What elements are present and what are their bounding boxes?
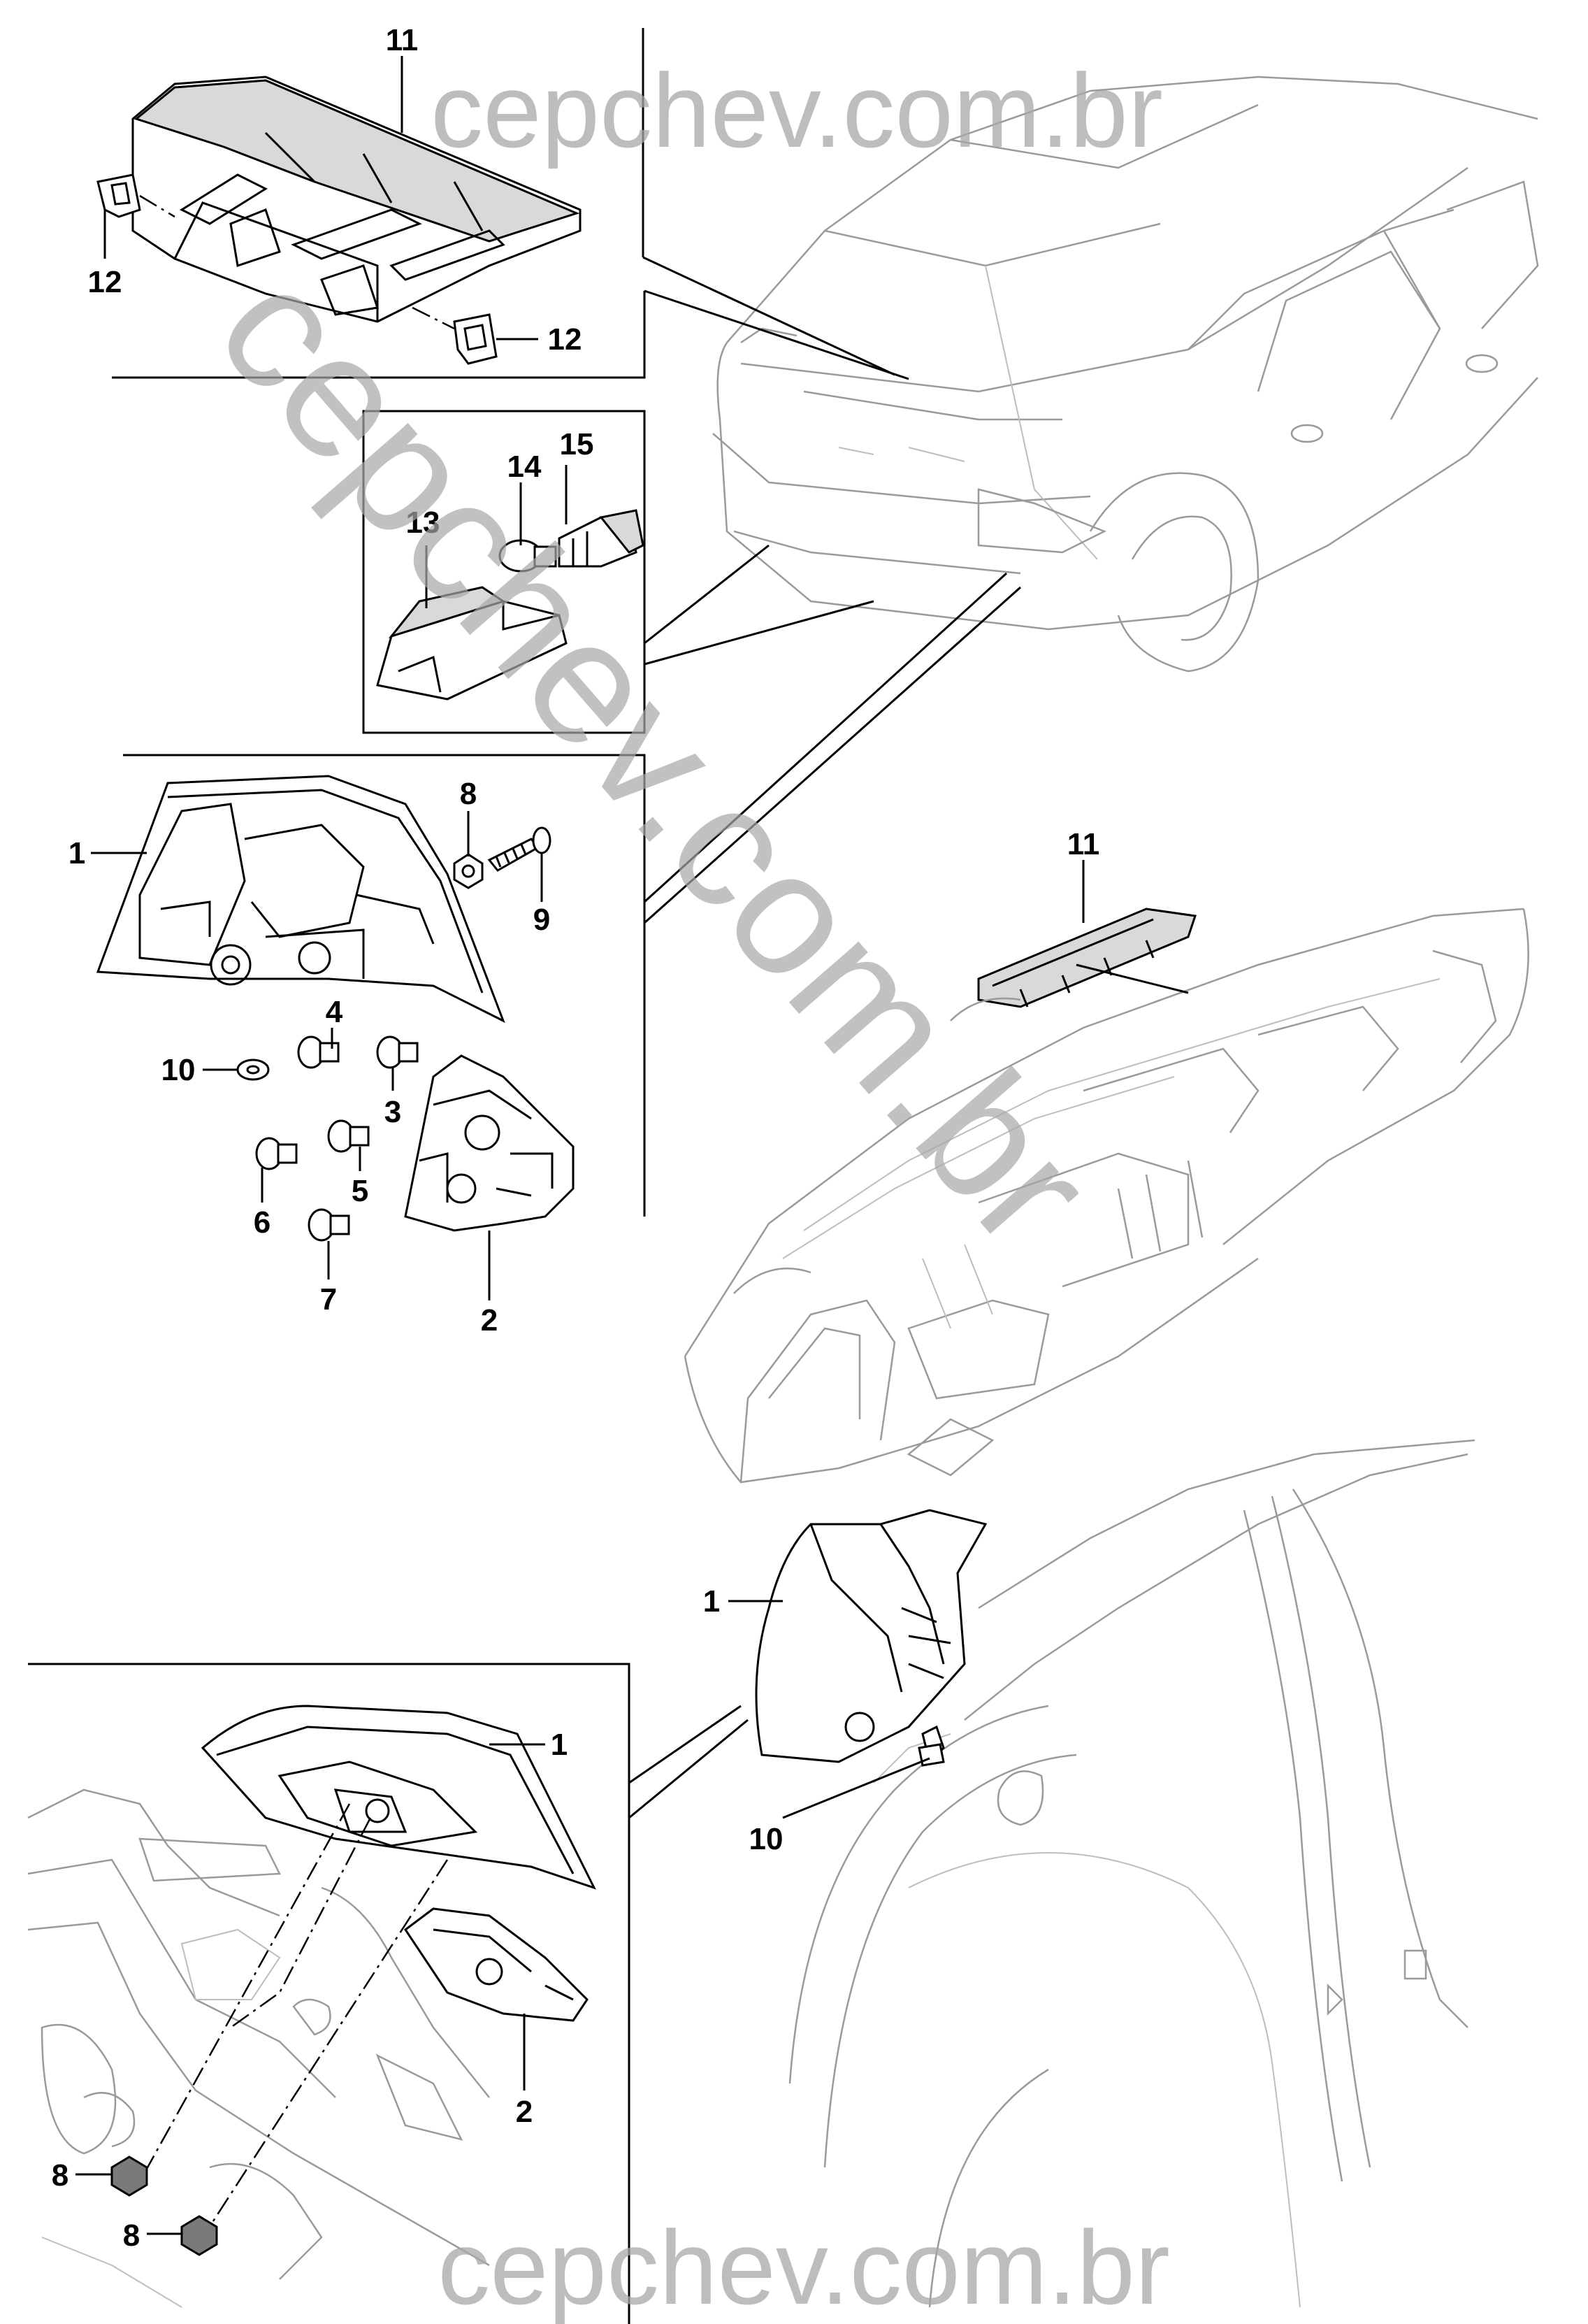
mount-dash-lines [138, 1803, 449, 2238]
callout-4: 4 [326, 995, 343, 1029]
callout-8: 8 [460, 777, 477, 811]
callout-2-inset: 2 [516, 2095, 533, 2129]
callout-1-inset: 1 [551, 1728, 568, 1762]
callout-8-inset-a: 8 [52, 2158, 68, 2193]
bulb-7 [308, 1208, 350, 1242]
callout-10-side: 10 [749, 1822, 784, 1856]
callout-10: 10 [161, 1053, 196, 1087]
sedan-rear-view [712, 76, 1539, 673]
clip-12-left [96, 173, 175, 218]
callout-1-side: 1 [703, 1584, 720, 1619]
callout-14: 14 [507, 450, 542, 484]
callout-1: 1 [68, 836, 85, 870]
panel-frames [28, 28, 646, 2324]
callout-numbers: 11 12 12 15 14 13 8 1 9 4 10 3 5 6 7 2 1… [52, 23, 1100, 2253]
callout-7: 7 [320, 1282, 337, 1317]
nut-8-inset-b [180, 2215, 218, 2256]
callout-3: 3 [384, 1095, 401, 1129]
license-plate-lamp [376, 586, 568, 701]
callout-leaders [75, 56, 1085, 2235]
grommet-10 [236, 1059, 270, 1081]
high-mount-stop-lamp-mid [950, 908, 1197, 1021]
rear-quarter-view [788, 1439, 1475, 2308]
trunk-interior-view [684, 908, 1529, 1484]
tail-lamp-side-view [755, 1509, 988, 1764]
bulb-4 [297, 1035, 340, 1069]
bulb-carrier-inset [403, 1907, 589, 2022]
watermark-bottom: cepchev.com.br [438, 2209, 1170, 2324]
callout-12-left: 12 [88, 265, 122, 299]
high-mount-stop-lamp-top [131, 76, 582, 323]
bulb-6 [255, 1137, 298, 1170]
bulb-5 [327, 1119, 370, 1153]
nut-8-inset-a [110, 2156, 148, 2197]
nut-8 [453, 853, 484, 889]
bulb-14 [498, 539, 557, 573]
bulb-socket-15 [558, 509, 644, 568]
callout-11-top: 11 [386, 23, 419, 57]
callout-12-right: 12 [548, 322, 582, 357]
trunk-detail-background [27, 1788, 490, 2308]
tail-lamp-assembly [96, 775, 505, 1024]
watermarks: cepchev.com.br cepchev.com.br cepchev.co… [182, 52, 1170, 2324]
callout-13: 13 [406, 505, 440, 540]
bulb-3 [376, 1035, 419, 1069]
callout-11-mid: 11 [1067, 827, 1100, 861]
tail-lamp-inset [201, 1705, 596, 1890]
callout-15: 15 [560, 427, 594, 461]
bulb-carrier-2 [404, 1054, 575, 1232]
callout-9: 9 [533, 903, 550, 937]
clip-12-right [412, 306, 498, 365]
bolt-9 [487, 826, 551, 872]
watermark-top: cepchev.com.br [431, 52, 1163, 169]
leader-lines [628, 256, 1021, 1819]
callout-5: 5 [352, 1174, 368, 1208]
callout-6: 6 [254, 1205, 270, 1240]
callout-2: 2 [481, 1303, 498, 1337]
callout-8-inset-b: 8 [123, 2218, 140, 2253]
